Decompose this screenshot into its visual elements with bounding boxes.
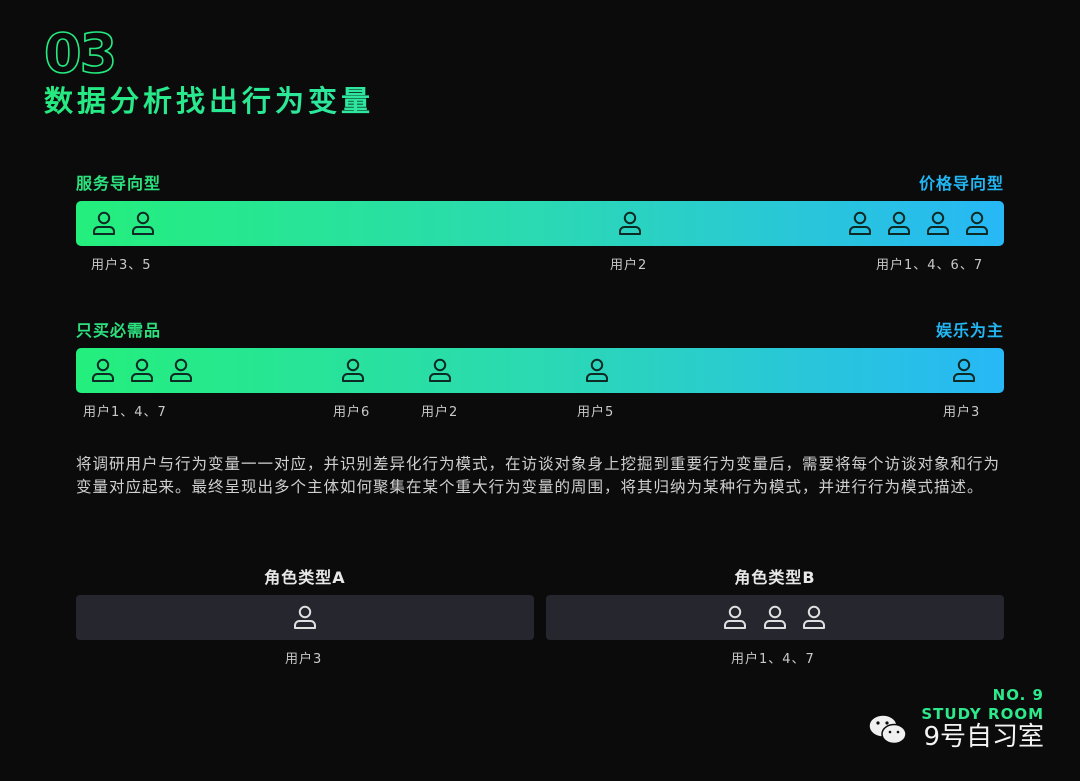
scale2-group-label: 用户3 <box>943 405 981 420</box>
user-icon <box>801 604 827 630</box>
role-a-users: 用户3 <box>285 652 323 667</box>
user-icon <box>951 357 977 383</box>
brand-name: 9号自习室 <box>923 722 1044 752</box>
user-icon <box>130 210 156 236</box>
scale2-group-label: 用户6 <box>333 405 371 420</box>
scale1-group-label: 用户3、5 <box>91 258 152 273</box>
scale1-bar <box>76 201 1004 246</box>
user-icon <box>90 357 116 383</box>
description-paragraph: 将调研用户与行为变量一一对应，并识别差异化行为模式，在访谈对象身上挖掘到重要行为… <box>76 455 1001 496</box>
user-icon <box>722 604 748 630</box>
scale1-left-label: 服务导向型 <box>76 174 162 193</box>
page-title: 数据分析找出行为变量 <box>44 78 374 120</box>
role-b-users: 用户1、4、7 <box>731 652 815 667</box>
user-icon <box>91 210 117 236</box>
user-icon <box>129 357 155 383</box>
brand-study-room: STUDY ROOM <box>921 705 1044 723</box>
scale2-right-label: 娱乐为主 <box>935 321 1004 340</box>
scale2-group-label: 用户2 <box>421 405 459 420</box>
user-icon <box>886 210 912 236</box>
user-icon <box>584 357 610 383</box>
user-icon <box>340 357 366 383</box>
wechat-icon <box>866 712 910 752</box>
scale1-group-label: 用户2 <box>610 258 648 273</box>
role-a-title: 角色类型A <box>264 568 346 587</box>
scale2-bar <box>76 348 1004 393</box>
user-icon <box>925 210 951 236</box>
role-b-title: 角色类型B <box>734 568 816 587</box>
user-icon <box>292 604 318 630</box>
section-number: 03 <box>43 21 174 86</box>
scale2-group-label: 用户5 <box>577 405 615 420</box>
user-icon <box>762 604 788 630</box>
user-icon <box>617 210 643 236</box>
scale1-group-label: 用户1、4、6、7 <box>876 258 984 273</box>
section-number-text: 03 <box>44 28 115 76</box>
user-icon <box>847 210 873 236</box>
brand-number: NO. 9 <box>992 686 1044 704</box>
user-icon <box>427 357 453 383</box>
scale2-left-label: 只买必需品 <box>76 321 162 340</box>
user-icon <box>964 210 990 236</box>
user-icon <box>168 357 194 383</box>
scale2-group-label: 用户1、4、7 <box>83 405 167 420</box>
scale1-right-label: 价格导向型 <box>918 174 1004 193</box>
